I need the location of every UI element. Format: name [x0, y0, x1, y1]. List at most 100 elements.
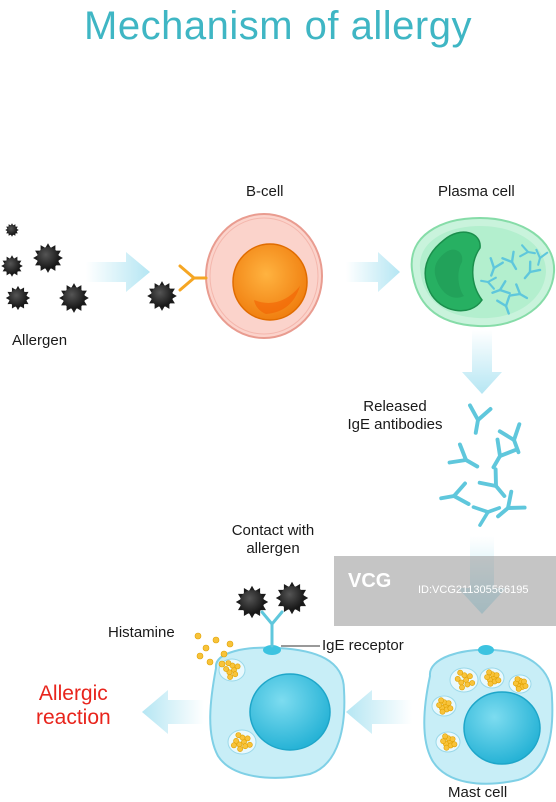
released-antibody: [471, 505, 502, 527]
released-antibody: [497, 422, 522, 455]
released-ige-antibodies: [439, 403, 527, 527]
granule-vesicle: [435, 731, 461, 753]
allergen-label: Allergen: [12, 332, 68, 349]
mast-cell-reacting-nucleus: [249, 673, 331, 751]
granule: [495, 677, 502, 684]
arrow-bcell-to-plasma: [346, 252, 400, 292]
allergen-particle: [59, 283, 89, 313]
contact-label-line1: Contact with: [231, 522, 315, 539]
granule: [237, 746, 243, 752]
ige-receptor-bump: [263, 645, 281, 655]
released-antibody: [491, 437, 518, 470]
granule-vesicle: [227, 729, 257, 755]
plasma-cell-label: Plasma cell: [438, 183, 515, 200]
granule: [451, 741, 458, 748]
released-antibody: [447, 442, 480, 469]
histamine-label: Histamine: [108, 624, 175, 641]
mast-cell-reacting: [194, 581, 346, 779]
granule: [225, 660, 232, 666]
histamine-dot: [218, 660, 226, 668]
granule: [438, 697, 444, 704]
histamine-dot: [206, 658, 214, 666]
arrow-to-reaction: [142, 690, 204, 734]
histamine-granules: [194, 632, 234, 668]
granule: [439, 708, 446, 715]
released-antibody: [468, 403, 493, 435]
contact-allergen: [275, 581, 309, 615]
granule: [459, 684, 465, 691]
granule: [234, 663, 241, 670]
allergic-reaction-line2: reaction: [36, 706, 111, 729]
plasma-antibody: [535, 248, 549, 266]
contact-allergen: [235, 585, 269, 619]
granule: [515, 686, 522, 692]
allergen-particle: [5, 285, 31, 311]
granule: [493, 672, 500, 678]
plasma-antibody: [501, 250, 518, 271]
histamine-dot: [202, 644, 210, 652]
ige-on-receptor: [260, 610, 284, 648]
plasma-antibody: [519, 244, 536, 258]
granule-vesicle: [508, 674, 532, 694]
watermark-id: ID:VCG211305566195: [418, 584, 529, 596]
released-antibody: [439, 481, 471, 506]
granule: [440, 738, 446, 744]
arrow-plasma-down: [462, 330, 502, 394]
watermark: VCG ID:VCG211305566195: [334, 556, 556, 626]
granule: [235, 732, 242, 738]
mast-cell-nucleus: [463, 691, 541, 765]
granule: [447, 705, 454, 712]
allergen-particle: [33, 243, 63, 273]
diagram-title: Mechanism of allergy: [84, 4, 472, 48]
granule: [443, 744, 450, 751]
granule: [442, 733, 448, 740]
granule: [469, 680, 476, 686]
plasma-antibodies: [480, 244, 549, 315]
released-antibody: [496, 489, 527, 519]
released-label-line1: Released: [363, 398, 427, 415]
granule: [484, 674, 490, 680]
granule: [436, 702, 442, 708]
allergen-particle: [5, 223, 19, 237]
granule: [445, 700, 452, 706]
arrow-allergen-to-bcell: [86, 252, 150, 292]
granule: [457, 669, 464, 676]
histamine-dot: [196, 652, 204, 660]
plasma-antibody: [496, 295, 511, 315]
granule: [246, 741, 253, 748]
granule: [244, 735, 251, 742]
granule-vesicle: [479, 667, 505, 689]
granule: [522, 683, 529, 689]
granule: [223, 666, 229, 672]
granule: [232, 671, 239, 678]
plasma-antibody: [489, 257, 504, 277]
plasma-antibody: [480, 276, 497, 290]
mast-cell-label: Mast cell: [448, 784, 508, 801]
granule: [487, 680, 494, 687]
contact-label-line2: allergen: [246, 540, 300, 557]
allergen-particle: [1, 255, 23, 277]
b-cell-label: B-cell: [246, 183, 284, 200]
granule: [461, 672, 468, 679]
plasma-cell: [410, 216, 556, 328]
released-label-line2: IgE antibodies: [347, 416, 443, 433]
allergic-reaction-line1: Allergic: [38, 682, 108, 705]
granule: [464, 681, 471, 688]
granule: [449, 736, 456, 742]
granule: [514, 676, 521, 682]
ige-receptor-label: IgE receptor: [322, 637, 404, 654]
granule-vesicle: [218, 658, 246, 682]
watermark-logo: VCG: [348, 570, 392, 592]
mast-cell: [423, 645, 554, 785]
released-antibody: [477, 467, 507, 498]
plasma-antibody: [523, 260, 542, 280]
b-cell: [178, 213, 323, 339]
granule: [230, 742, 237, 749]
allergic-reaction-label: Allergic reaction: [36, 682, 111, 730]
granule-vesicle: [449, 667, 479, 693]
plasma-antibody: [491, 280, 511, 295]
b-cell-receptor: [178, 264, 208, 292]
plasma-antibody: [508, 283, 529, 300]
allergen-group: [1, 223, 177, 313]
